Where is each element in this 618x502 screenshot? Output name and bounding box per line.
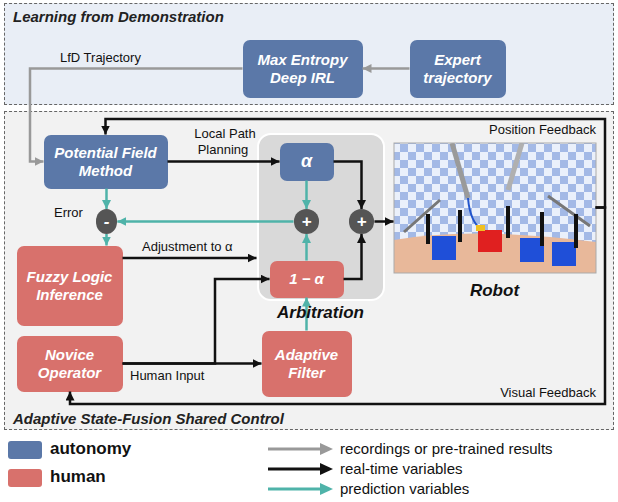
node-label: Adaptive State-Fusion Shared Control bbox=[13, 410, 605, 427]
node-label: - bbox=[104, 213, 110, 230]
edge-label-holder: Visual Feedback bbox=[470, 385, 598, 401]
node-label: Max Entropy Deep IRL bbox=[251, 51, 355, 87]
block bbox=[552, 242, 576, 266]
legend-text: real-time variables bbox=[340, 460, 463, 477]
legend-item: prediction variables bbox=[340, 480, 469, 497]
edge-label: Adjustment to α bbox=[140, 239, 235, 254]
process-box: Novice Operator bbox=[17, 336, 123, 392]
gain-box: α bbox=[280, 143, 334, 181]
gain-box: 1 − α bbox=[270, 261, 344, 298]
edge-label: Local Path Planning bbox=[192, 126, 255, 157]
process-box: Expert trajectory bbox=[410, 40, 506, 98]
process-box: Potential Field Method bbox=[44, 135, 168, 189]
legend-item: real-time variables bbox=[340, 460, 463, 477]
robot-tool bbox=[452, 143, 468, 198]
legend-sample-head bbox=[320, 463, 333, 475]
scene-frame bbox=[394, 143, 596, 273]
legend-sample-head bbox=[320, 443, 333, 455]
peg bbox=[506, 206, 510, 238]
peg bbox=[574, 214, 578, 248]
legend-text: recordings or pre-trained results bbox=[340, 440, 553, 457]
legend-text: autonomy bbox=[50, 439, 131, 459]
peg bbox=[426, 214, 430, 244]
node-label: Arbitration bbox=[277, 303, 364, 323]
legend-swatch bbox=[8, 469, 42, 487]
node-label: Expert trajectory bbox=[418, 51, 498, 87]
legend-sample-line bbox=[268, 448, 322, 451]
edge-label-holder: Position Feedback bbox=[470, 122, 598, 138]
node-label: + bbox=[302, 213, 312, 230]
node-label: 1 − α bbox=[289, 270, 324, 288]
legend-item: human bbox=[50, 467, 106, 487]
difference-circle: - bbox=[96, 209, 118, 234]
edge-label: Error bbox=[52, 205, 85, 220]
legend-item: recordings or pre-trained results bbox=[340, 440, 553, 457]
sum-circle: + bbox=[294, 209, 320, 234]
edge-label: Human Input bbox=[128, 368, 206, 383]
marker bbox=[476, 225, 485, 231]
legend-swatch bbox=[8, 441, 42, 459]
process-box: Adaptive Filter bbox=[262, 331, 352, 397]
block bbox=[432, 236, 456, 260]
process-box: Fuzzy Logic Inference bbox=[17, 246, 123, 326]
legend-text: prediction variables bbox=[340, 480, 469, 497]
edge-label: LfD Trajectory bbox=[58, 50, 143, 65]
legend-item: autonomy bbox=[50, 439, 131, 459]
edge-label-holder: Human Input bbox=[128, 368, 206, 384]
node-label: Robot bbox=[470, 281, 519, 301]
robot-tool bbox=[508, 143, 522, 190]
node-label: Adaptive Filter bbox=[270, 346, 344, 382]
node-label: Learning from Demonstration bbox=[13, 8, 605, 25]
node-label: + bbox=[357, 213, 367, 230]
instrument bbox=[548, 196, 590, 226]
process-box: Max Entropy Deep IRL bbox=[243, 40, 363, 98]
legend-sample-line bbox=[268, 488, 322, 491]
peg bbox=[540, 212, 544, 246]
robot-scene bbox=[394, 143, 596, 273]
legend-text: human bbox=[50, 467, 106, 487]
node-label: α bbox=[301, 151, 312, 173]
legend-sample-head bbox=[320, 483, 333, 495]
node-label: Fuzzy Logic Inference bbox=[25, 268, 115, 304]
edge-label: Position Feedback bbox=[487, 122, 598, 137]
edge-label-holder: Local Path Planning bbox=[172, 126, 276, 157]
legend-sample-line bbox=[268, 468, 322, 471]
floor-grid bbox=[394, 143, 596, 273]
instrument bbox=[404, 200, 440, 232]
node-label: Novice Operator bbox=[25, 346, 115, 382]
block bbox=[478, 230, 502, 252]
edge-label-holder: LfD Trajectory bbox=[58, 50, 143, 66]
edge-label-holder: Error bbox=[52, 205, 85, 221]
edge-label-holder: Adjustment to α bbox=[140, 239, 235, 255]
edge-label: Visual Feedback bbox=[498, 385, 598, 400]
node-label: Potential Field Method bbox=[52, 144, 160, 180]
peg bbox=[458, 210, 462, 242]
